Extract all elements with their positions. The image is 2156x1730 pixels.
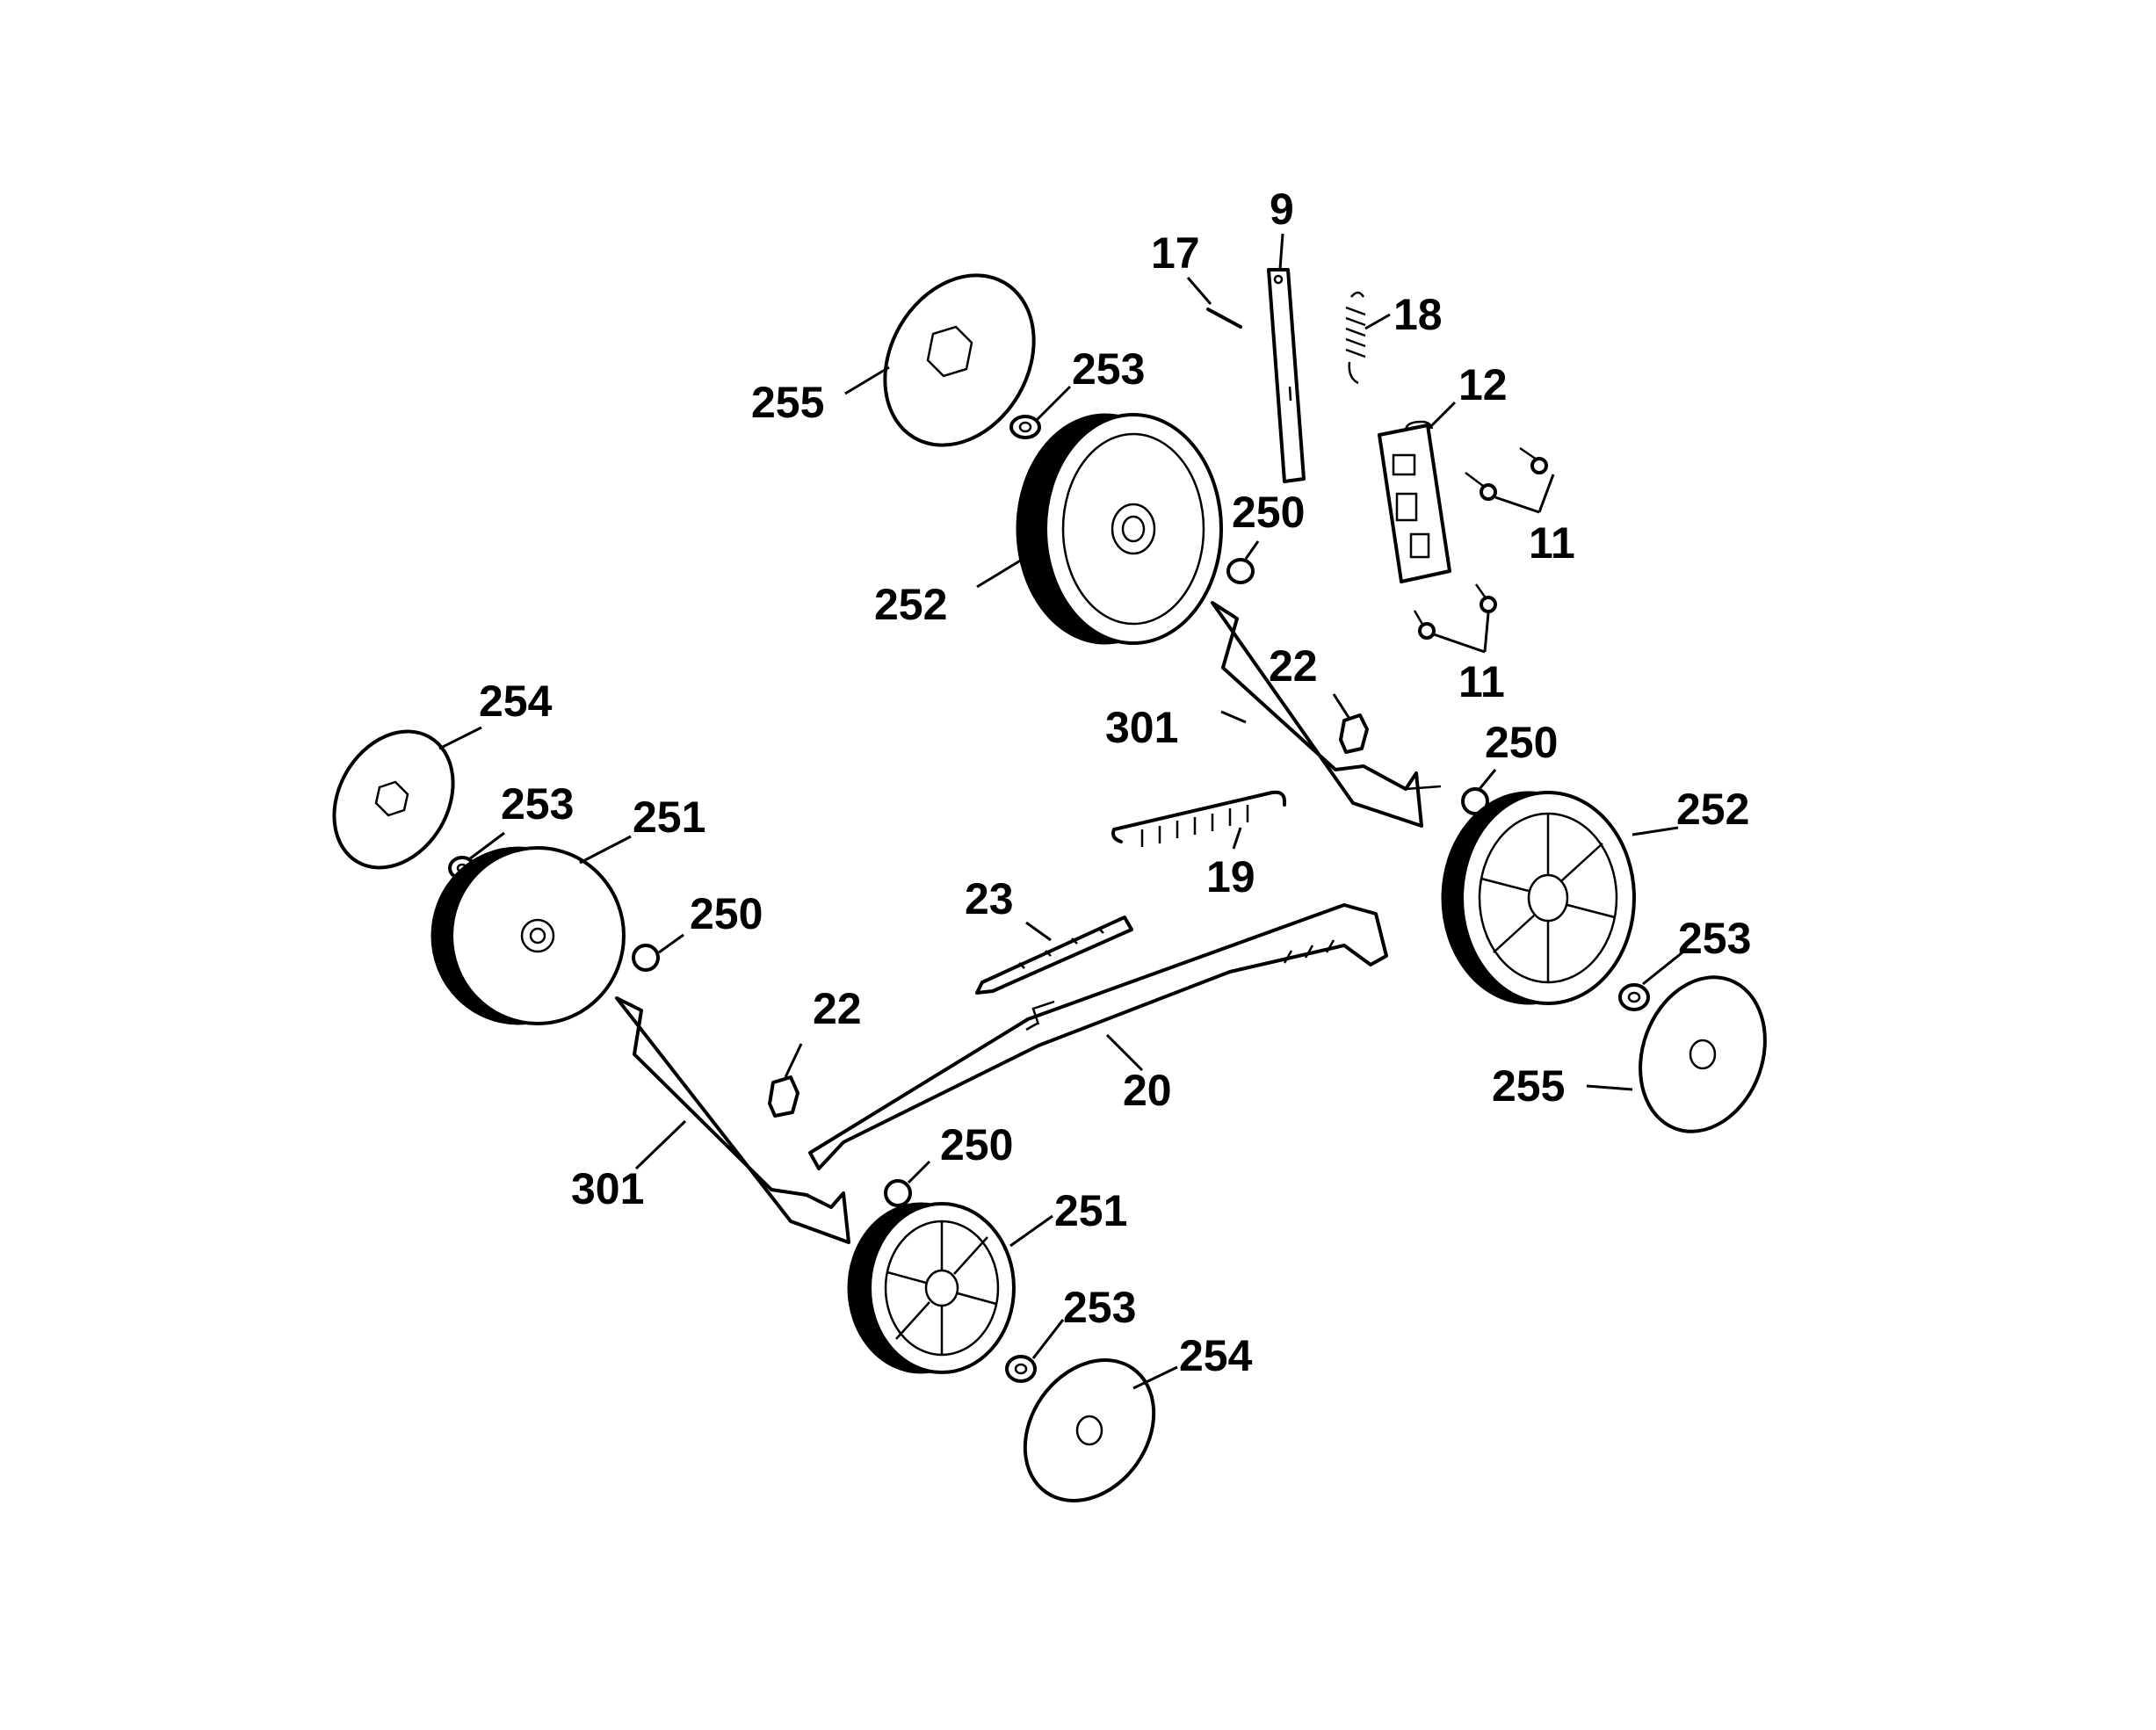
label-23: 23	[965, 874, 1014, 923]
axle-301-lower	[615, 996, 850, 1244]
label-17: 17	[1151, 228, 1200, 278]
label-20: 20	[1123, 1066, 1172, 1115]
screws-11-lower	[1413, 583, 1497, 654]
hub-cap-254-left	[332, 729, 455, 870]
wheel-252-upper	[1016, 413, 1223, 645]
adjuster-bar-9	[1267, 268, 1306, 483]
wheel-251-lower	[847, 1202, 1016, 1374]
lock-washer-253-right	[1618, 983, 1650, 1011]
washer-250-left	[632, 944, 660, 972]
wheel-252-right	[1441, 791, 1636, 1005]
pin-17	[1206, 308, 1242, 329]
label-255-right: 255	[1492, 1061, 1565, 1111]
label-11-lower: 11	[1458, 657, 1505, 706]
wheel-251-left	[430, 846, 626, 1025]
label-251-left: 251	[633, 793, 705, 842]
label-301-upper: 301	[1105, 703, 1178, 752]
hub-cap-254-lower	[1023, 1358, 1156, 1502]
label-18: 18	[1393, 290, 1443, 339]
spring-18	[1345, 291, 1366, 385]
extension-spring-19	[1111, 790, 1286, 847]
hub-cap-255-upper	[883, 273, 1036, 447]
bracket-plate-12	[1378, 420, 1451, 583]
washer-250-upper	[1226, 558, 1255, 584]
label-254-lower: 254	[1179, 1331, 1253, 1380]
axle-301-upper	[1211, 601, 1442, 828]
label-250-right: 250	[1485, 718, 1558, 767]
label-301-lower: 301	[571, 1164, 644, 1213]
leader-lines	[438, 233, 1688, 1390]
rack-bar-23	[975, 916, 1133, 995]
label-253-upper: 253	[1072, 344, 1145, 394]
hub-cap-255-right	[1639, 975, 1767, 1133]
lock-washer-253-upper	[1009, 415, 1041, 439]
label-9: 9	[1270, 185, 1294, 234]
label-250-upper: 250	[1232, 488, 1305, 537]
label-22-lower: 22	[813, 984, 862, 1033]
label-255-upper: 255	[751, 378, 824, 427]
label-252-right: 252	[1676, 785, 1749, 834]
label-252-upper: 252	[874, 580, 947, 629]
label-250-lower: 250	[940, 1120, 1013, 1169]
washer-250-lower	[884, 1179, 912, 1207]
label-12: 12	[1458, 360, 1508, 409]
label-253-right: 253	[1678, 914, 1751, 963]
label-19: 19	[1206, 852, 1255, 901]
clip-22-upper	[1339, 713, 1369, 754]
clip-22-lower	[768, 1075, 799, 1118]
label-251-lower: 251	[1054, 1186, 1127, 1235]
label-22-upper: 22	[1269, 641, 1318, 691]
lock-washer-253-lower	[1005, 1355, 1037, 1383]
part-number-labels: 9 17 18 12 11 11 255 253 252 250 22 301 …	[479, 185, 1751, 1380]
screws-11-upper	[1465, 446, 1555, 514]
label-11-upper: 11	[1529, 518, 1575, 568]
label-253-left: 253	[501, 779, 574, 829]
height-lever-20	[808, 903, 1388, 1170]
label-253-lower: 253	[1063, 1283, 1136, 1332]
label-250-left: 250	[690, 889, 763, 938]
label-254-left: 254	[479, 677, 553, 726]
